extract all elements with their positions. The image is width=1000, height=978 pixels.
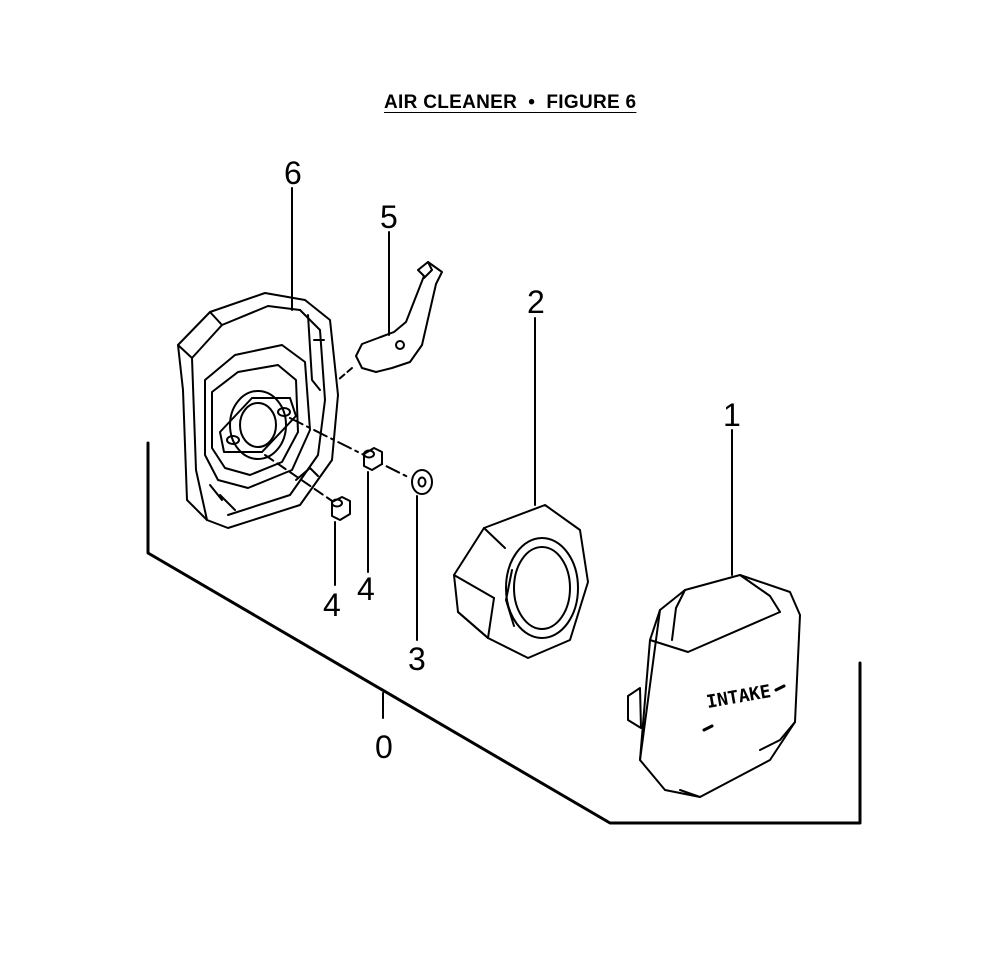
part-6-base xyxy=(177,292,339,529)
centerline-main xyxy=(289,417,411,479)
callout-3: 3 xyxy=(408,641,426,677)
callout-4b: 4 xyxy=(357,571,375,607)
part-4-bushing-lower xyxy=(331,496,351,521)
callout-1: 1 xyxy=(723,397,741,433)
assembly-bracket xyxy=(146,441,862,825)
callout-4a: 4 xyxy=(323,587,341,623)
part-1-intake-cover xyxy=(627,574,801,798)
part-3-washer xyxy=(411,469,433,495)
part-5-lever xyxy=(355,261,443,373)
callout-0: 0 xyxy=(375,729,393,765)
callout-2: 2 xyxy=(527,284,545,320)
centerline-5 xyxy=(337,367,353,381)
callout-5: 5 xyxy=(380,199,398,235)
callout-6: 6 xyxy=(284,155,302,191)
part-4-bushing-upper xyxy=(363,447,383,471)
figure-title: AIR CLEANER • FIGURE 6 xyxy=(384,92,637,113)
centerline-lower xyxy=(264,454,339,506)
part-2-filter-element xyxy=(453,504,589,659)
